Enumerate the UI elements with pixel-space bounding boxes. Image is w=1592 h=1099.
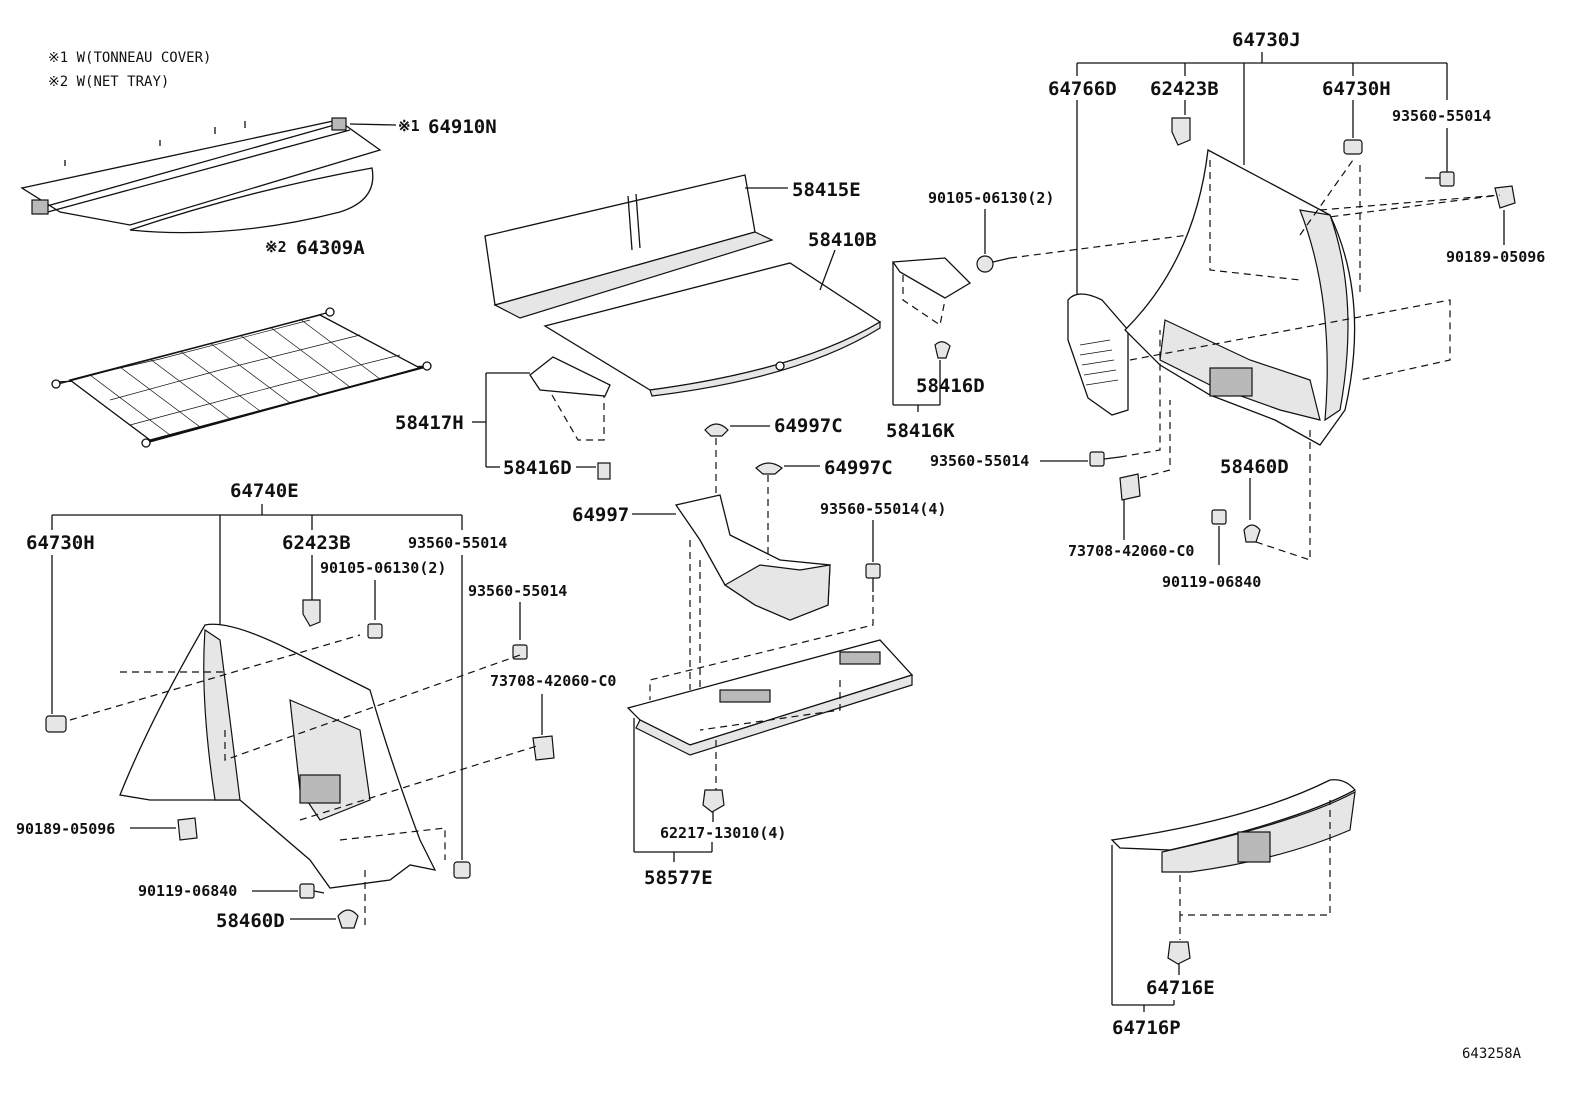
note-net-tray: ※2 W(NET TRAY): [48, 74, 169, 90]
label-64716P: 64716P: [1112, 1017, 1181, 1039]
clip-64716E: [1167, 941, 1191, 965]
quarter-trim-left-part: [119, 623, 437, 889]
screw-93560-top: [1425, 171, 1455, 187]
bolt-90119-left: [299, 883, 325, 899]
label-64730H-top: 64730H: [1322, 78, 1391, 100]
fastener-73708-right: [1119, 473, 1141, 501]
label-64309A: 64309A: [296, 237, 365, 259]
tonneau-cover-part: [20, 117, 382, 234]
label-90189-05096-top: 90189-05096: [1446, 248, 1545, 266]
scuff-plate-part: [1110, 779, 1357, 873]
label-64730J: 64730J: [1232, 29, 1301, 51]
sill-plate-58577E-part: [626, 639, 914, 756]
screw-93560-mid: [1089, 451, 1121, 467]
fastener-73708-left: [532, 735, 555, 761]
screw-93560-4: [865, 563, 881, 592]
label-64910N: 64910N: [428, 116, 497, 138]
tray-64997-part: [674, 494, 831, 621]
label-93560-55014-4: 93560-55014(4): [820, 500, 946, 518]
label-90189-05096-left: 90189-05096: [16, 820, 115, 838]
bolt-90105-top: [976, 255, 1011, 273]
deck-board-upper-part: [484, 174, 774, 319]
label-64997: 64997: [572, 504, 629, 526]
label-93560-55014-top: 93560-55014: [1392, 107, 1491, 125]
side-board-right-part: [891, 257, 972, 359]
bolt-90105-left: [367, 623, 383, 639]
clip-90189-top: [1494, 185, 1516, 209]
label-58417H: 58417H: [395, 412, 464, 434]
screw-93560-left2: [512, 644, 528, 660]
label-64716E: 64716E: [1146, 977, 1215, 999]
side-board-left-part: [529, 356, 611, 480]
nut-58460D-right: [1243, 524, 1261, 543]
label-58460D-left: 58460D: [216, 910, 285, 932]
screw-93560-left: [453, 861, 471, 879]
ref-mark-tonneau: ※1: [398, 117, 420, 135]
cap-64997C-b: [755, 462, 783, 475]
nut-58460D-left: [337, 909, 359, 929]
label-58416D-left: 58416D: [503, 457, 572, 479]
label-73708-42060-C0-right: 73708-42060-C0: [1068, 542, 1194, 560]
label-93560-55014-left2: 93560-55014: [468, 582, 567, 600]
label-64766D: 64766D: [1048, 78, 1117, 100]
note-tonneau-cover: ※1 W(TONNEAU COVER): [48, 50, 211, 66]
net-tray-part: [51, 307, 432, 448]
label-64997C-b: 64997C: [824, 457, 893, 479]
label-73708-42060-C0-left: 73708-42060-C0: [490, 672, 616, 690]
label-93560-55014-left: 93560-55014: [408, 534, 507, 552]
label-58460D-right: 58460D: [1220, 456, 1289, 478]
label-58416D-right: 58416D: [916, 375, 985, 397]
speaker-grille-panel: [1067, 293, 1129, 416]
label-58415E: 58415E: [792, 179, 861, 201]
label-58416K: 58416K: [886, 420, 955, 442]
label-64730H-left: 64730H: [26, 532, 95, 554]
clip-90189-left: [177, 817, 198, 841]
label-90105-06130-top: 90105-06130(2): [928, 189, 1054, 207]
label-58577E: 58577E: [644, 867, 713, 889]
label-90119-06840-left: 90119-06840: [138, 882, 237, 900]
label-58410B: 58410B: [808, 229, 877, 251]
label-64997C-a: 64997C: [774, 415, 843, 437]
label-62423B-top: 62423B: [1150, 78, 1219, 100]
label-90105-06130-left: 90105-06130(2): [320, 559, 446, 577]
clip-62217: [702, 789, 725, 813]
label-90119-06840-right: 90119-06840: [1162, 573, 1261, 591]
label-62423B-left: 62423B: [282, 532, 351, 554]
figure-id: 643258A: [1462, 1046, 1522, 1062]
cap-64997C-a: [704, 423, 729, 437]
clip-64730H-left: [45, 715, 67, 733]
label-62217-13010-4: 62217-13010(4): [660, 824, 786, 842]
label-93560-55014-mid: 93560-55014: [930, 452, 1029, 470]
clip-62423B-left: [302, 599, 321, 627]
ref-mark-net: ※2: [265, 238, 287, 256]
deck-board-lower-part: [543, 262, 882, 397]
quarter-trim-right-part: [1124, 148, 1356, 446]
bolt-90119-right: [1211, 509, 1227, 525]
label-64740E: 64740E: [230, 480, 299, 502]
clip-64730H-top: [1343, 139, 1363, 155]
clip-62423B-top: [1171, 117, 1191, 146]
